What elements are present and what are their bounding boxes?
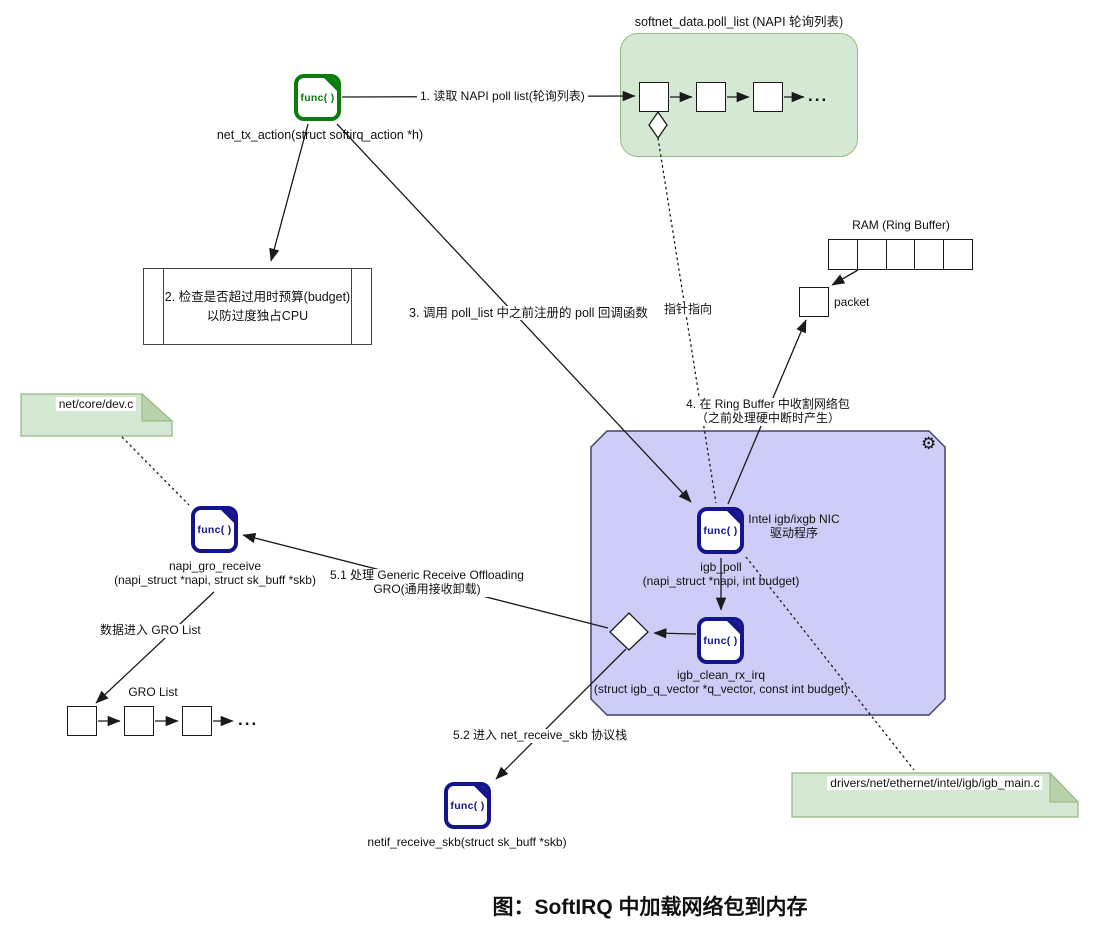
packet-label: packet [831, 295, 873, 310]
ring-buffer-cell [887, 240, 916, 269]
napi-gro-receive-caption: napi_gro_receive (napi_struct *napi, str… [111, 559, 319, 588]
ram-label: RAM (Ring Buffer) [852, 218, 950, 232]
func-icon-fold [474, 786, 487, 799]
netif-receive-skb-func-icon: func( ) [444, 782, 491, 829]
step3-label: 3. 调用 poll_list 中之前注册的 poll 回调函数 [406, 306, 651, 321]
gro-list-node [182, 706, 212, 736]
igb-poll-func-icon: func( ) [697, 507, 744, 554]
gro-list-node [67, 706, 97, 736]
ring-buffer-cell [858, 240, 887, 269]
func-icon-fold [727, 511, 740, 524]
napi-gro-receive-func-icon: func( ) [191, 506, 238, 553]
poll-list-ellipsis: ... [808, 86, 829, 105]
budget-check-text: 2. 检查是否超过用时预算(budget) 以防过度独占CPU [164, 290, 351, 323]
pointer-label: 指针指向 [661, 302, 716, 317]
igb-poll-caption: igb_poll (napi_struct *napi, int budget) [642, 560, 800, 588]
dev-c-file-label: net/core/dev.c [55, 397, 137, 411]
igb-clean-rx-irq-caption: igb_clean_rx_irq (struct igb_q_vector *q… [593, 668, 849, 696]
gro-list-ellipsis: ... [238, 710, 259, 729]
igb-main-c-file-label: drivers/net/ethernet/intel/igb/igb_main.… [827, 776, 1043, 790]
func-icon-text: func( ) [197, 523, 232, 536]
func-icon-text: func( ) [703, 524, 738, 537]
net-tx-action-func-icon: func( ) [294, 74, 341, 121]
nic-box-title: Intel igb/ixgb NIC 驱动程序 [748, 512, 840, 540]
net-tx-action-caption: net_tx_action(struct softirq_action *h) [216, 128, 424, 142]
func-icon-text: func( ) [450, 799, 485, 812]
diagram-title: 图：SoftIRQ 中加载网络包到内存 [492, 896, 808, 919]
ring-buffer-cell [944, 240, 972, 269]
budget-check-box: 2. 检查是否超过用时预算(budget) 以防过度独占CPU [143, 268, 372, 345]
func-icon-fold [221, 510, 234, 523]
func-icon-fold [324, 78, 337, 91]
func-icon-text: func( ) [703, 634, 738, 647]
gro-list-label: GRO List [128, 685, 178, 699]
poll-list-title: softnet_data.poll_list (NAPI 轮询列表) [634, 15, 844, 29]
packet-node [799, 287, 829, 317]
step5-1-label: 5.1 处理 Generic Receive Offloading GRO(通用… [327, 568, 527, 597]
ring-buffer-cell [829, 240, 858, 269]
func-icon-text: func( ) [300, 91, 335, 104]
branch-diamond [609, 612, 649, 651]
poll-list-node [639, 82, 669, 112]
step5-2-label: 5.2 进入 net_receive_skb 协议栈 [450, 728, 631, 743]
func-icon-fold [727, 621, 740, 634]
poll-list-node [696, 82, 726, 112]
ring-buffer-cell [915, 240, 945, 269]
netif-receive-skb-caption: netif_receive_skb(struct sk_buff *skb) [367, 835, 567, 849]
step4-label: 4. 在 Ring Buffer 中收割网络包 （之前处理硬中断时产生） [683, 397, 853, 426]
poll-list-node [753, 82, 783, 112]
step1-label: 1. 读取 NAPI poll list(轮询列表) [417, 89, 588, 104]
ring-buffer-cells [828, 239, 973, 270]
gro-enter-label: 数据进入 GRO List [97, 623, 204, 638]
igb-clean-rx-irq-func-icon: func( ) [697, 617, 744, 664]
gro-list-node [124, 706, 154, 736]
gear-icon: ⚙ [921, 434, 937, 453]
